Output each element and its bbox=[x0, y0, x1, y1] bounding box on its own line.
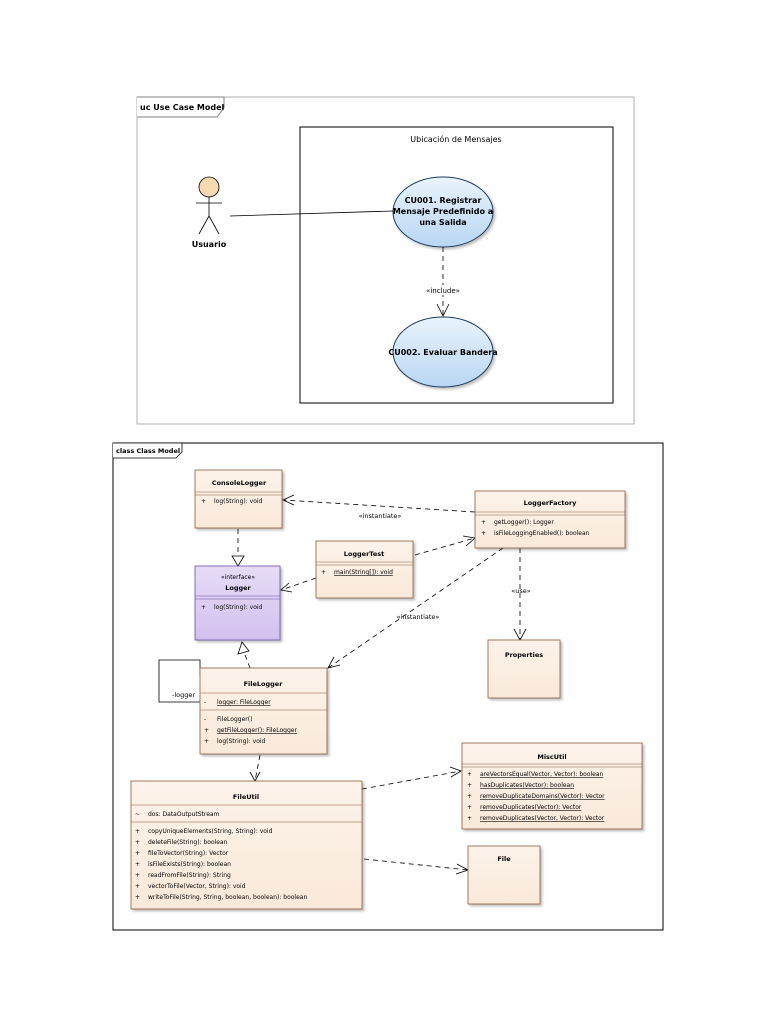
op-visibility: + bbox=[201, 604, 206, 611]
use-case-cu002-label: CU002. Evaluar Bandera bbox=[388, 348, 497, 357]
op-text: fileToVector(String): Vector bbox=[148, 850, 229, 857]
op-text: log(String): void bbox=[217, 738, 266, 745]
op-visibility: + bbox=[481, 519, 486, 526]
op-text: removeDuplicates(Vector): Vector bbox=[480, 804, 582, 811]
system-boundary-title: Ubicación de Mensajes bbox=[410, 134, 501, 144]
interface-logger[interactable]: «interface» Logger + log(String): void bbox=[194, 565, 281, 641]
actor-name: Usuario bbox=[192, 240, 227, 249]
relationships bbox=[158, 494, 527, 875]
op-visibility: + bbox=[135, 861, 140, 868]
class-diagram: class Class Model bbox=[112, 442, 664, 931]
attr-visibility: - bbox=[204, 699, 206, 706]
class-fileutil[interactable]: FileUtil ~ dos: DataOutputStream + copyU… bbox=[130, 780, 363, 910]
self-association-logger bbox=[158, 659, 201, 703]
attr-visibility: ~ bbox=[135, 811, 140, 818]
op-text: removeDuplicates(Vector, Vector): Vector bbox=[480, 815, 605, 822]
op-text: isFileLoggingEnabled(): boolean bbox=[494, 530, 590, 537]
logger-role-label: -logger bbox=[172, 691, 195, 699]
use-case-cu001-line2: Mensaje Predefinido a bbox=[393, 207, 493, 216]
class-consolelogger[interactable]: ConsoleLogger + log(String): void bbox=[194, 469, 283, 529]
attr-text: logger: FileLogger bbox=[217, 699, 271, 706]
use-case-cu001[interactable]: CU001. Registrar Mensaje Predefinido a u… bbox=[392, 176, 494, 248]
class-frame-label: class Class Model bbox=[116, 447, 180, 455]
class-name: MiscUtil bbox=[537, 753, 566, 761]
dependency-test-logger bbox=[280, 577, 317, 591]
op-visibility: + bbox=[204, 727, 209, 734]
op-visibility: + bbox=[135, 894, 140, 901]
include-label: «include» bbox=[426, 287, 460, 295]
op-visibility: + bbox=[467, 793, 472, 800]
op-text: writeToFile(String, String, boolean, boo… bbox=[148, 894, 307, 901]
instantiate-label-filelogger: «instantiate» bbox=[397, 613, 440, 621]
actor-usuario[interactable]: Usuario bbox=[192, 176, 227, 249]
op-visibility: + bbox=[204, 738, 209, 745]
realization-filelogger-logger bbox=[244, 654, 251, 669]
dependency-test-factory bbox=[414, 537, 476, 556]
uc-frame-tab bbox=[137, 96, 225, 118]
stereotype: «interface» bbox=[221, 574, 255, 581]
use-case-diagram: uc Use Case Model Ubicación de Mensajes … bbox=[136, 96, 635, 425]
op-visibility: + bbox=[201, 498, 206, 505]
class-loggertest[interactable]: LoggerTest + main(String[]): void bbox=[315, 540, 414, 599]
op-text: deleteFile(String): boolean bbox=[148, 839, 228, 846]
association-line bbox=[229, 210, 394, 217]
op-text: readFromFile(String): String bbox=[148, 872, 231, 879]
uc-frame-label: uc Use Case Model bbox=[140, 103, 225, 112]
op-visibility: + bbox=[135, 828, 140, 835]
op-text: getFileLogger(): FileLogger bbox=[217, 727, 297, 734]
dependency-fileutil-miscutil bbox=[361, 770, 462, 790]
op-text: areVectorsEqual(Vector, Vector): boolean bbox=[480, 771, 604, 778]
op-text: log(String): void bbox=[214, 604, 263, 611]
op-text: main(String[]): void bbox=[334, 569, 393, 576]
use-case-cu002[interactable]: CU002. Evaluar Bandera bbox=[388, 316, 498, 388]
class-name: LoggerTest bbox=[344, 550, 384, 558]
op-visibility: - bbox=[204, 716, 206, 723]
class-name: Logger bbox=[225, 584, 251, 592]
op-visibility: + bbox=[135, 850, 140, 857]
op-visibility: + bbox=[135, 839, 140, 846]
op-visibility: + bbox=[467, 782, 472, 789]
op-visibility: + bbox=[481, 530, 486, 537]
class-file[interactable]: File bbox=[467, 845, 541, 905]
class-loggerfactory[interactable]: LoggerFactory + getLogger(): Logger + is… bbox=[474, 490, 626, 549]
attr-text: dos: DataOutputStream bbox=[148, 811, 220, 818]
class-name: LoggerFactory bbox=[524, 499, 578, 507]
class-name: Properties bbox=[505, 651, 543, 659]
op-text: isFileExists(String): boolean bbox=[148, 861, 231, 868]
op-text: hasDuplicates(Vector): boolean bbox=[480, 782, 574, 789]
op-text: log(String): void bbox=[214, 498, 263, 505]
class-frame-tab bbox=[113, 442, 183, 459]
use-label: «use» bbox=[511, 587, 530, 595]
class-name: FileLogger bbox=[244, 680, 284, 688]
class-filelogger[interactable]: FileLogger - logger: FileLogger - FileLo… bbox=[199, 667, 328, 755]
class-name: File bbox=[497, 855, 511, 863]
actor-head bbox=[198, 176, 220, 198]
class-name: FileUtil bbox=[233, 793, 259, 801]
instantiate-label-console: «instantiate» bbox=[359, 512, 402, 520]
op-visibility: + bbox=[467, 804, 472, 811]
op-visibility: + bbox=[135, 872, 140, 879]
class-name: ConsoleLogger bbox=[212, 479, 267, 487]
op-text: copyUniqueElements(String, String): void bbox=[148, 828, 273, 835]
op-text: removeDuplicateDomains(Vector): Vector bbox=[480, 793, 605, 800]
op-visibility: + bbox=[135, 883, 140, 890]
op-text: getLogger(): Logger bbox=[494, 519, 554, 526]
class-miscutil[interactable]: MiscUtil + areVectorsEqual(Vector, Vecto… bbox=[461, 742, 643, 830]
class-properties[interactable]: Properties bbox=[487, 639, 561, 699]
op-visibility: + bbox=[467, 771, 472, 778]
op-text: vectorToFile(Vector, String): void bbox=[148, 883, 246, 890]
op-visibility: + bbox=[467, 815, 472, 822]
use-case-cu001-line1: CU001. Registrar bbox=[405, 196, 482, 205]
use-case-cu001-line3: una Salida bbox=[419, 218, 466, 227]
op-visibility: + bbox=[321, 569, 326, 576]
dependency-filelogger-fileutil bbox=[254, 754, 261, 782]
op-text: FileLogger() bbox=[217, 716, 252, 723]
